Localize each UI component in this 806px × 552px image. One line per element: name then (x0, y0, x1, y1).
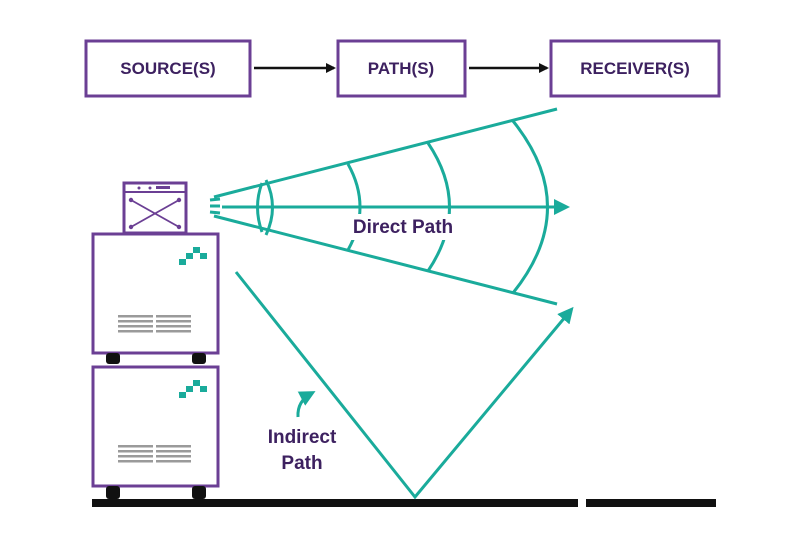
path-box: PATH(S) (336, 39, 467, 98)
cone-upper-edge (213, 107, 558, 199)
wavefront-arc (346, 163, 362, 251)
foot (106, 486, 120, 499)
indirect-path-label-line1: Indirect (268, 427, 337, 448)
logo-mark (179, 380, 207, 398)
wavefront-arc (426, 142, 451, 272)
source-box-label: SOURCE(S) (120, 59, 215, 78)
vent-grille (118, 315, 191, 333)
path-box-label: PATH(S) (368, 59, 434, 78)
ground-line-left (92, 499, 578, 507)
receiver-box-label: RECEIVER(S) (580, 59, 690, 78)
foot (192, 353, 206, 364)
receiver-box: RECEIVER(S) (549, 39, 721, 98)
direct-path-cone (209, 107, 570, 306)
control-panel (122, 181, 188, 235)
logo-mark (179, 247, 207, 265)
indirect-path-label-line2: Path (281, 453, 322, 474)
upper-cabinet (91, 232, 220, 355)
direct-path-label: Direct Path (353, 217, 453, 238)
wavefront-arc (264, 179, 274, 236)
machine-source (91, 181, 220, 499)
wavefront-arc (256, 182, 264, 233)
foot (106, 353, 120, 364)
foot (192, 486, 206, 499)
source-box: SOURCE(S) (84, 39, 252, 98)
indirect-path-line (234, 271, 574, 500)
indirect-path (234, 271, 574, 500)
direct-path-label-bg (343, 214, 463, 240)
lower-cabinet (91, 365, 220, 488)
indirect-path-pointer-arrow (296, 391, 316, 418)
vent-grille (118, 445, 191, 463)
ground-line-right (586, 499, 716, 507)
cone-lower-edge (213, 214, 558, 306)
wavefront-arc (511, 120, 549, 294)
